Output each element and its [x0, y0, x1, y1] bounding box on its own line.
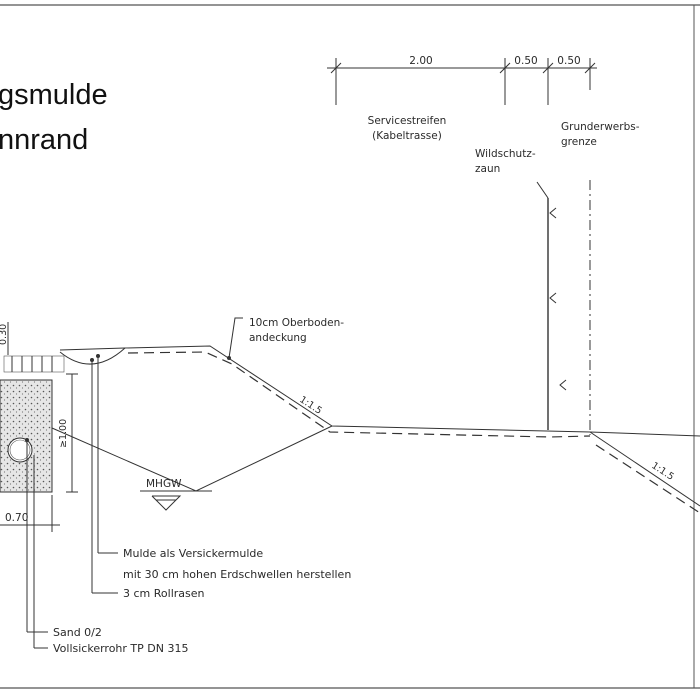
- title-line-1: gsmulde: [0, 79, 108, 111]
- label-andeckung: andeckung: [249, 332, 307, 344]
- dim-2-00: 2.00: [409, 55, 432, 67]
- label-grunderwerbs: Grunderwerbs-: [561, 121, 640, 133]
- mhgw-marker: MHGW: [140, 478, 212, 511]
- dim-0-30: 0.30: [0, 324, 9, 345]
- drain-trench: [0, 355, 65, 493]
- label-wildschutz: Wildschutz-: [475, 148, 536, 160]
- top-dimension-chain: 2.00 0.50 0.50: [327, 55, 597, 105]
- drain-pipe: [7, 437, 33, 463]
- dim-1-00: ≥1.00: [58, 419, 69, 448]
- label-servicestreifen: Servicestreifen: [368, 115, 447, 127]
- wildlife-fence: [536, 181, 567, 430]
- trench-dimensions: 0.30 ≥1.00 0.70: [0, 322, 78, 532]
- slope-label-right: 1:1.5: [649, 460, 675, 482]
- note-vollsickerrohr: Vollsickerrohr TP DN 315: [53, 642, 188, 655]
- dim-0-70: 0.70: [5, 512, 28, 524]
- bottom-leaders: [25, 354, 118, 649]
- title-line-2: nnrand: [0, 124, 88, 156]
- label-oberboden: 10cm Oberboden-: [249, 317, 344, 329]
- note-sand: Sand 0/2: [53, 626, 102, 639]
- note-mulde-1: Mulde als Versickermulde: [123, 547, 263, 560]
- label-mhgw: MHGW: [146, 478, 182, 490]
- dim-0-50-b: 0.50: [557, 55, 580, 67]
- terrain-profile: [51, 345, 700, 514]
- oberboden-leader: [228, 317, 243, 359]
- label-zaun: zaun: [475, 163, 500, 175]
- label-grenze: grenze: [561, 136, 597, 148]
- slope-label-left: 1:1.5: [297, 394, 323, 416]
- dim-0-50-a: 0.50: [514, 55, 537, 67]
- note-rollrasen: 3 cm Rollrasen: [123, 587, 205, 600]
- label-kabeltrasse: (Kabeltrasse): [372, 130, 442, 142]
- note-mulde-2: mit 30 cm hohen Erdschwellen herstellen: [123, 568, 351, 581]
